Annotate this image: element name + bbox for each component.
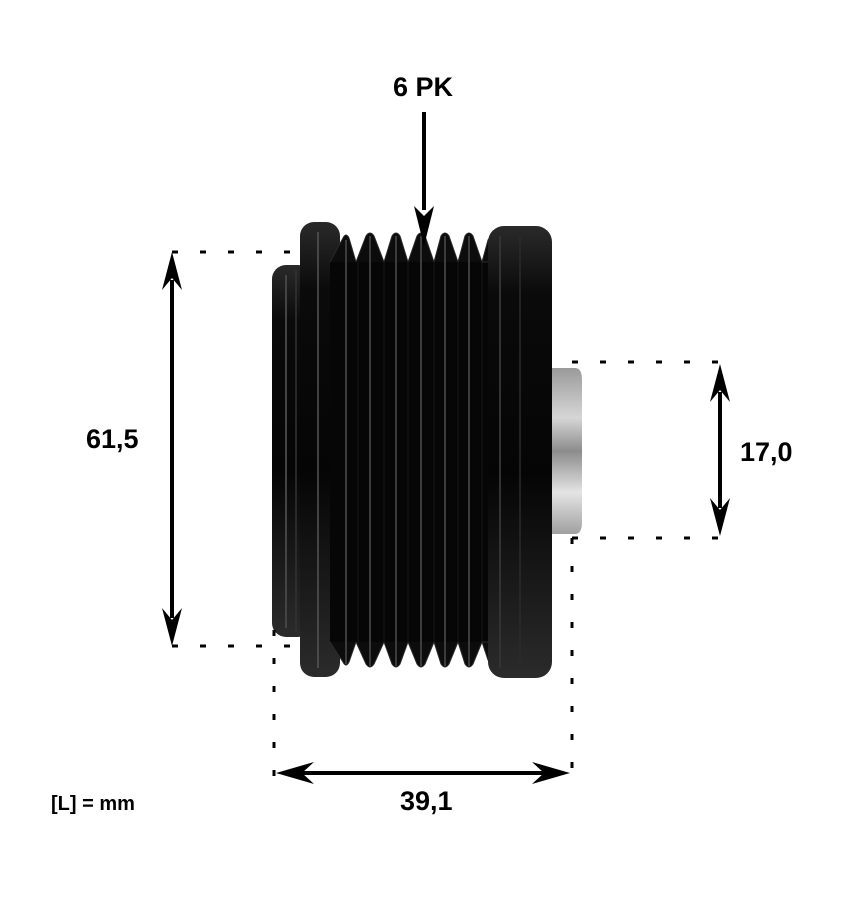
dimension-outer-diameter: [162, 250, 300, 648]
belt-profile-pointer: [414, 112, 434, 246]
left-flange: [272, 222, 340, 677]
dimension-shaft-diameter: [572, 360, 730, 540]
right-flange: [488, 226, 552, 678]
unit-legend: [L] = mm: [51, 793, 135, 815]
outer-diameter-label: 61,5: [86, 424, 139, 454]
hub: [548, 368, 582, 534]
ribbed-body: [329, 232, 501, 668]
belt-profile-label: 6 PK: [393, 72, 454, 102]
overall-width-label: 39,1: [400, 786, 453, 816]
dimension-overall-width: [272, 538, 574, 784]
shaft-diameter-label: 17,0: [740, 437, 793, 467]
